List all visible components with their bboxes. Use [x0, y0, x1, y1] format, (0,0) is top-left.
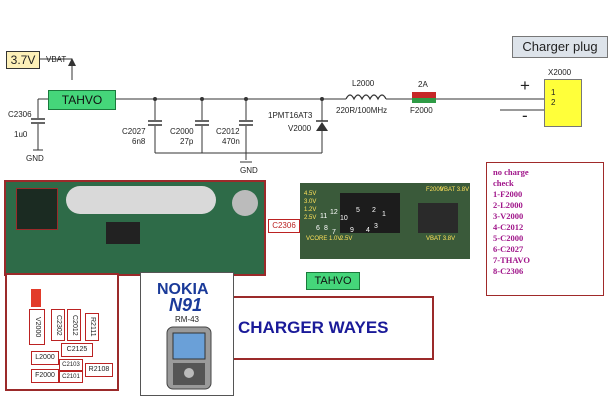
charger-plug-label: Charger plug [512, 36, 608, 58]
pcb-num-10: 10 [340, 215, 348, 222]
diode-label: 1PMT16AT3 [268, 111, 313, 120]
phone-model: N91 [169, 295, 203, 315]
detail-c2103: C2103 [59, 359, 83, 371]
checklist-line: check [493, 178, 514, 188]
pcb-num-6: 6 [316, 225, 320, 232]
pmu-chip [340, 193, 400, 233]
c2306-tag: C2306 [268, 219, 300, 233]
pcb-photo-left [4, 180, 266, 276]
tahvo-tag: TAHVO [306, 272, 360, 290]
pcb-num-1: 1 [382, 211, 386, 218]
pcb-mark-vcore: VCORE 1.0V [306, 236, 342, 242]
v2000-label: V2000 [288, 124, 312, 133]
gnd2-label: GND [240, 166, 258, 175]
c2027-value: 6n8 [132, 137, 146, 146]
checklist-line: 3-V2000 [493, 211, 524, 221]
c2012-value: 470n [222, 137, 240, 146]
minus-sign: - [522, 106, 528, 125]
f2000-label: F2000 [410, 106, 433, 115]
pcb-mark-vbat: VBAT 3.8V [440, 187, 470, 193]
checklist-line: 5-C2000 [493, 233, 524, 243]
checklist-line: 2-L2000 [493, 200, 523, 210]
pcb-mark-f2000: F2000 [426, 187, 444, 193]
no-charge-checklist: no charge check 1-F2000 2-L2000 3-V2000 … [486, 162, 604, 296]
c2000-label: C2000 [170, 127, 194, 136]
phone-card: NOKIA N91 RM-43 [140, 272, 234, 396]
l2000-label: L2000 [352, 79, 375, 88]
detail-c2125: C2125 [61, 343, 93, 357]
pcb-mark-3v0: 3.0V [304, 199, 317, 205]
pcb-mark-1v2: 1.2V [304, 207, 317, 213]
checklist-line: 7-THAVO [493, 255, 530, 265]
plus-sign: + [520, 76, 530, 95]
detail-l2000: L2000 [31, 351, 59, 365]
tahvo-area [16, 188, 58, 230]
c2012-label: C2012 [216, 127, 240, 136]
voltage-box: 3.7V [6, 51, 40, 69]
sim-contacts [66, 186, 216, 214]
pcb-num-7: 7 [332, 229, 336, 236]
pcb-mark-4v5: 4.5V [304, 191, 317, 197]
pcb-mark-2v5b: 2.5V [340, 236, 353, 242]
phone-icon [166, 326, 212, 390]
checklist-line: 8-C2306 [493, 266, 524, 276]
detail-v2000: V2000 [29, 309, 45, 345]
detail-f2000: F2000 [31, 369, 59, 383]
gnd-label: GND [26, 154, 44, 163]
pcb-num-8: 8 [324, 225, 328, 232]
screw-pad [232, 190, 258, 216]
v2000-diode-block [31, 289, 41, 307]
pcb-num-9: 9 [350, 227, 354, 234]
detail-c2101: C2101 [59, 371, 83, 383]
checklist-line: 4-C2012 [493, 222, 524, 232]
pin-1: 1 [551, 88, 556, 97]
chip-2 [418, 203, 458, 233]
phone-model-code: RM-43 [175, 315, 200, 324]
pcb-mark-vbat2: VBAT 3.8V [426, 236, 456, 242]
checklist-line: 1-F2000 [493, 189, 523, 199]
c2306-label: C2306 [8, 110, 32, 119]
x2000-label: X2000 [548, 68, 572, 77]
pin-2: 2 [551, 98, 556, 107]
c2306-value: 1u0 [14, 130, 28, 139]
pcb-num-5: 5 [356, 207, 360, 214]
c2000-value: 27p [180, 137, 194, 146]
pcb-num-12: 12 [330, 209, 338, 216]
vbat-label: VBAT [46, 55, 67, 64]
c2027-label: C2027 [122, 127, 146, 136]
fuse-rating: 2A [418, 80, 428, 89]
pcb-mark-2v5: 2.5V [304, 215, 317, 221]
page-title: CHARGER WAYES [238, 318, 389, 337]
checklist-line: no charge [493, 167, 529, 177]
pcb-num-3: 3 [374, 223, 378, 230]
pcb-num-2: 2 [372, 207, 376, 214]
ic-chip [106, 222, 140, 244]
detail-c2302: C2302 [51, 309, 65, 341]
pcb-num-11: 11 [320, 213, 328, 220]
detail-r2111: R2111 [85, 313, 99, 341]
detail-r2108: R2108 [85, 363, 113, 377]
component-detail-box: V2000 C2302 C2012 C2125 R2111 L2000 C210… [5, 273, 119, 391]
tahvo-chip: TAHVO [48, 90, 116, 110]
phone-brand: NOKIA [157, 281, 209, 298]
l2000-value: 220R/100MHz [336, 106, 388, 115]
pcb-photo-right: F2000 VBAT 3.8V 4.5V 3.0V 1.2V 2.5V VCOR… [300, 183, 470, 259]
pcb-num-4: 4 [366, 227, 370, 234]
detail-c2012: C2012 [67, 309, 81, 341]
charger-connector: 1 2 [544, 79, 582, 127]
checklist-line: 6-C2027 [493, 244, 524, 254]
